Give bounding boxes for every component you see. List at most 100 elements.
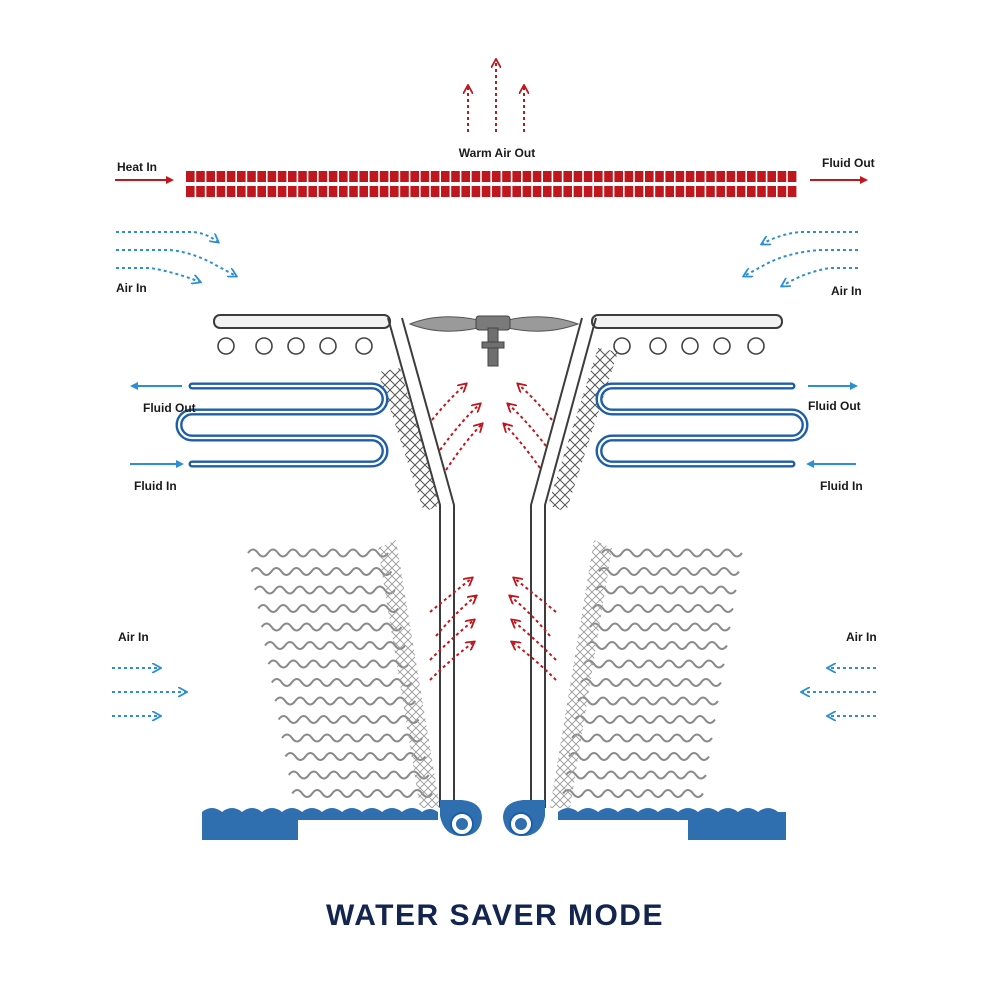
coil-segment <box>298 186 307 197</box>
spray-nozzles <box>217 337 765 355</box>
coil-segment <box>196 171 205 182</box>
fill-wave-line <box>281 733 423 743</box>
fill-wave-line <box>583 659 725 669</box>
fluid-out-top-label: Fluid Out <box>822 156 875 170</box>
coil-segment <box>298 171 307 182</box>
coil-segment <box>767 171 776 182</box>
coil-segment <box>339 171 348 182</box>
warm-air-out-label: Warm Air Out <box>459 146 535 160</box>
air-in-bottom-right-arrows <box>802 668 876 716</box>
coil-segment <box>757 186 766 197</box>
fan <box>408 315 580 367</box>
coil-segment <box>288 186 297 197</box>
coil-segment <box>328 171 338 182</box>
coil-segment <box>318 171 328 182</box>
coil-segment <box>410 186 419 197</box>
pump-left <box>440 800 482 836</box>
coil-segment <box>277 171 287 182</box>
fill-wave-line <box>574 715 716 724</box>
coil-segment <box>349 171 358 182</box>
coil-segment <box>624 186 634 197</box>
coil-segment <box>349 186 358 197</box>
coil-segment <box>583 171 593 182</box>
water-basin-left <box>202 808 438 840</box>
fluid-out-left-label: Fluid Out <box>143 401 196 415</box>
pump-right <box>503 800 545 836</box>
coil-segment <box>594 171 603 182</box>
coil-segment <box>522 186 532 197</box>
coil-segment <box>604 171 613 182</box>
fill-media-right <box>562 548 743 798</box>
coil-segment <box>614 171 623 182</box>
coil-segment <box>430 171 440 182</box>
coil-segment <box>655 186 664 197</box>
tower-structure <box>213 314 783 808</box>
fill-wave-line <box>253 585 396 595</box>
coil-segment <box>573 171 583 182</box>
fill-wave-line <box>565 770 707 780</box>
coil-segment <box>420 171 430 182</box>
coil-segment <box>675 186 685 197</box>
coil-segment <box>451 186 460 197</box>
fill-wave-line <box>568 752 710 761</box>
coil-segment <box>696 186 705 197</box>
coil-segment <box>461 171 470 182</box>
spray-nozzle <box>287 337 305 355</box>
coil-segment <box>196 186 205 197</box>
coil-segment <box>665 186 674 197</box>
upper-mist-eliminator-right <box>548 348 618 512</box>
spray-nozzle <box>681 337 699 355</box>
coil-segment <box>767 186 776 197</box>
coil-segment <box>777 171 787 182</box>
coil-segment <box>226 186 236 197</box>
coil-segment <box>543 186 552 197</box>
coil-segment <box>267 186 277 197</box>
fill-wave-line <box>562 789 704 798</box>
coil-segment <box>410 171 419 182</box>
fill-wave-line <box>291 789 434 798</box>
coil-segment <box>777 186 787 197</box>
fill-wave-line <box>592 604 734 613</box>
fill-wave-line <box>274 696 417 706</box>
air-in-top-left-arrows <box>116 231 236 282</box>
fill-wave-line <box>287 770 430 780</box>
coil-segment <box>318 186 328 197</box>
fill-wave-line <box>571 733 713 743</box>
coil-segment <box>553 171 562 182</box>
coil-segment <box>502 186 511 197</box>
fill-wave-line <box>270 678 413 687</box>
water-basin-right <box>558 808 786 840</box>
coil-segment <box>492 171 501 182</box>
coil-segment <box>257 171 266 182</box>
coil-segment <box>645 171 654 182</box>
air-in-bottom-left-arrows <box>112 668 186 716</box>
coil-segment <box>481 186 491 197</box>
coil-segment <box>247 186 256 197</box>
coil-segment <box>257 186 266 197</box>
spray-nozzle <box>713 337 731 355</box>
coil-segment <box>328 186 338 197</box>
coil-segment <box>604 186 613 197</box>
fill-wave-line <box>260 622 403 632</box>
fill-wave-line <box>264 641 406 650</box>
coil-segment <box>634 171 644 182</box>
coil-segment <box>747 186 756 197</box>
coil-segment <box>645 186 654 197</box>
fill-wave-line <box>586 641 728 650</box>
coil-segment <box>685 186 695 197</box>
coil-segment <box>379 186 389 197</box>
coil-segment <box>512 171 521 182</box>
coil-segment <box>441 171 450 182</box>
coil-segment <box>308 171 317 182</box>
upper-mist-eliminator-left <box>378 368 440 512</box>
coil-segment <box>522 171 532 182</box>
coil-segment <box>237 171 246 182</box>
coil-segment <box>379 171 389 182</box>
coil-segment <box>481 171 491 182</box>
coil-segment <box>736 171 746 182</box>
coil-right <box>595 382 809 468</box>
coil-segment <box>563 171 572 182</box>
spray-nozzle <box>319 337 337 355</box>
coil-segment <box>655 171 664 182</box>
fill-wave-line <box>247 548 389 558</box>
